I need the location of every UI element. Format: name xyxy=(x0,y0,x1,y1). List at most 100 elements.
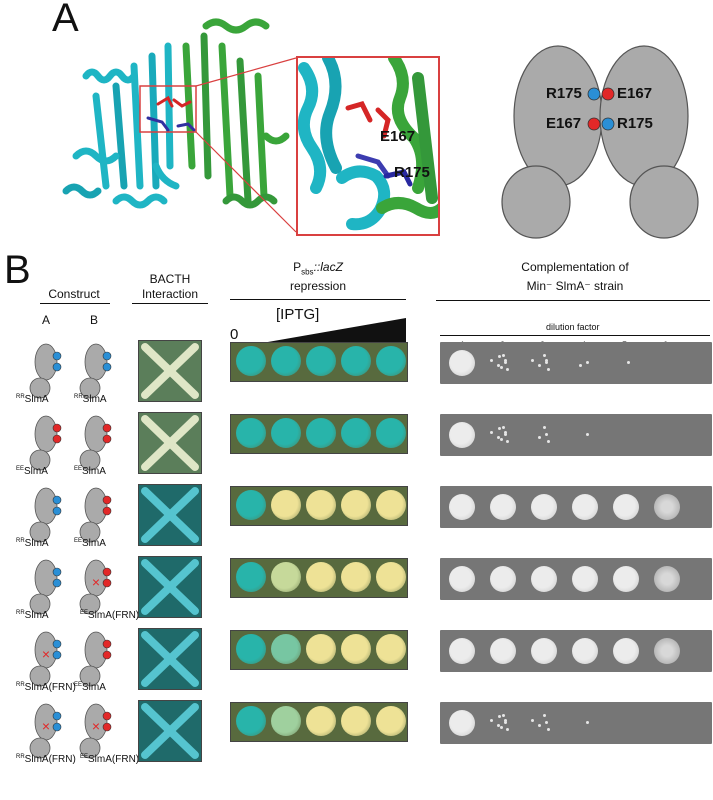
single-colony xyxy=(531,359,535,363)
bacth-plate xyxy=(138,628,202,690)
growth-spot xyxy=(572,638,598,664)
construct-a-superscript: RR xyxy=(16,538,25,544)
single-colony xyxy=(504,433,507,436)
repression-plate-strip xyxy=(230,486,408,526)
complementation-plate-strip xyxy=(440,414,712,456)
slma-dimer-structure-image xyxy=(62,18,290,209)
dimer-label-bottom-right: R175 xyxy=(617,115,653,132)
lacz-spot xyxy=(306,562,336,592)
arginine-dot xyxy=(52,362,62,372)
bacth-streak-x xyxy=(141,703,199,759)
single-colony xyxy=(542,354,546,358)
construct-b-name: SlmA xyxy=(82,538,106,549)
growth-spot xyxy=(572,494,598,520)
growth-spot xyxy=(490,566,516,592)
glutamate-dot xyxy=(102,495,112,505)
construct-a-name: SlmA(FRN) xyxy=(24,682,76,693)
bacth-streak-x xyxy=(141,631,199,687)
single-colony xyxy=(627,361,630,364)
lacz-spot xyxy=(271,418,301,448)
growth-spot xyxy=(449,710,475,736)
construct-b-superscript: EE xyxy=(74,466,83,472)
single-colony xyxy=(503,359,507,363)
single-colony xyxy=(497,724,501,728)
construct-b-name: SlmA xyxy=(82,394,107,405)
lacz-spot xyxy=(376,418,406,448)
bacth-plate xyxy=(138,340,202,402)
construct-b-label: EESlmA xyxy=(74,682,106,693)
construct-row: ×RRSlmA(FRN)EESlmA xyxy=(0,624,713,696)
construct-a-label: RRSlmA(FRN) xyxy=(16,682,76,693)
construct-b-superscript: EE xyxy=(80,610,89,616)
repression-header: Psbs::lacZ repression xyxy=(230,260,406,294)
arginine-dot xyxy=(52,722,62,732)
iptg-zero-label: 0 xyxy=(230,326,239,343)
growth-spot xyxy=(654,494,680,520)
repression-sub: sbs xyxy=(301,267,314,277)
lacz-spot xyxy=(341,490,371,520)
single-colony xyxy=(542,426,546,430)
single-colony xyxy=(538,364,542,368)
bacth-plate xyxy=(138,556,202,618)
lacz-spot xyxy=(376,706,406,736)
construct-b-schematic xyxy=(79,415,112,471)
construct-a-superscript: RR xyxy=(16,754,25,760)
growth-spot xyxy=(613,566,639,592)
dilution-factor-label: dilution factor xyxy=(546,322,600,332)
construct-a-schematic xyxy=(29,487,62,543)
lacz-spot xyxy=(271,562,301,592)
single-colony xyxy=(586,361,589,364)
single-colony xyxy=(501,354,505,358)
arginine-dot xyxy=(52,495,62,505)
glutamate-dot xyxy=(102,711,112,721)
lacz-spot xyxy=(341,706,371,736)
single-colony xyxy=(490,719,494,723)
repression-plate-strip xyxy=(230,702,408,742)
single-colony xyxy=(579,364,583,368)
single-colony xyxy=(497,364,501,368)
single-colony xyxy=(538,436,542,440)
construct-b-schematic: × xyxy=(79,703,112,759)
single-colony xyxy=(490,359,494,363)
lacz-spot xyxy=(236,634,266,664)
frn-mutation-mark: × xyxy=(92,574,100,590)
complementation-rule xyxy=(436,300,710,302)
single-colony xyxy=(506,440,510,444)
construct-b-name: SlmA xyxy=(82,466,106,477)
dimer-label-top-left: R175 xyxy=(546,85,582,102)
single-colony xyxy=(542,714,546,718)
lacz-spot xyxy=(236,418,266,448)
construct-a-label: RRSlmA(FRN) xyxy=(16,754,76,765)
construct-b-schematic xyxy=(79,343,112,399)
bacth-header: BACTH Interaction xyxy=(128,272,212,302)
bacth-rule xyxy=(132,303,208,305)
arginine-dot xyxy=(102,362,112,372)
construct-a-label: RRSlmA xyxy=(16,538,49,549)
construct-b-schematic xyxy=(79,631,112,687)
growth-spot xyxy=(613,494,639,520)
construct-b-superscript: EE xyxy=(74,538,83,544)
dilution-rule xyxy=(440,335,710,336)
lacz-spot xyxy=(306,418,336,448)
lacz-spot xyxy=(376,634,406,664)
lacz-spot xyxy=(271,346,301,376)
growth-spot xyxy=(531,494,557,520)
growth-spot xyxy=(449,494,475,520)
lacz-spot xyxy=(236,706,266,736)
repression-plate-strip xyxy=(230,630,408,670)
repression-prefix: P xyxy=(293,260,302,274)
construct-b-label: EESlmA xyxy=(74,538,106,549)
lacz-spot xyxy=(341,634,371,664)
glutamate-dot xyxy=(102,567,112,577)
construct-b-schematic xyxy=(79,487,112,543)
single-colony xyxy=(503,719,507,723)
single-colony xyxy=(497,426,501,430)
construct-a-schematic: × xyxy=(29,631,62,687)
bacth-plate xyxy=(138,412,202,474)
single-colony xyxy=(547,440,551,444)
glutamate-dot xyxy=(52,423,62,433)
complementation-header: Complementation of Min⁻ SlmA⁻ strain xyxy=(440,260,710,294)
lacz-spot xyxy=(376,346,406,376)
complementation-plate-strip xyxy=(440,558,712,600)
